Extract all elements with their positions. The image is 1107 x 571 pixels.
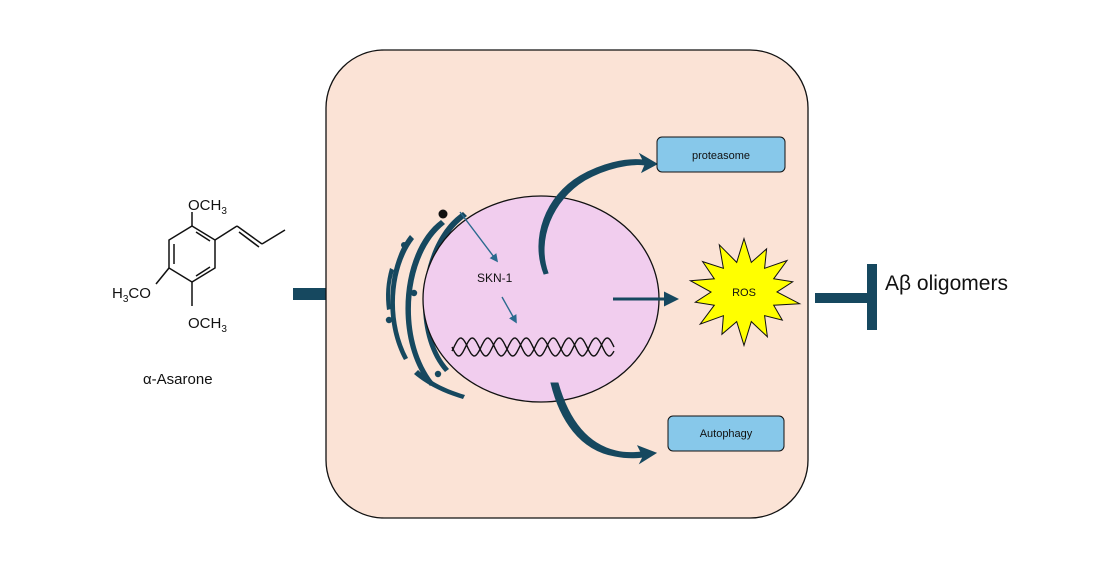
autophagy-label: Autophagy [700, 428, 753, 440]
autophagy-arrow [550, 382, 658, 465]
inhibition-bar-head [867, 264, 877, 330]
benzene-ring [168, 225, 216, 283]
ros-label: ROS [732, 287, 756, 299]
ring-double-bond [195, 231, 211, 242]
ring-double-bond [195, 266, 211, 277]
propenyl-double-bond [238, 231, 260, 248]
dna-helix [451, 337, 615, 357]
inhibition-bar-line [815, 293, 870, 303]
autophagy-box [667, 415, 785, 452]
group-left-methoxy: H3CO [112, 285, 151, 305]
group-top-methoxy: OCH3 [188, 197, 227, 217]
bond-left-methoxy [155, 267, 170, 285]
endoplasmic-reticulum [385, 209, 467, 399]
proteasome-box [656, 136, 786, 173]
propenyl-bond [261, 229, 286, 245]
skn1-label: SKN-1 [477, 271, 513, 285]
ros-burst [688, 236, 802, 348]
proteasome-label: proteasome [692, 150, 750, 162]
target-label: Aβ oligomers [885, 272, 1008, 295]
transcription-arrow [501, 296, 517, 324]
asarone-structure [155, 212, 286, 306]
proteasome-arrow [538, 152, 659, 275]
group-bottom-methoxy: OCH3 [188, 315, 227, 335]
molecule-name: α-Asarone [143, 371, 213, 388]
translocation-arrow [459, 211, 499, 263]
propenyl-bond [214, 225, 238, 241]
propenyl-double-bond [236, 225, 263, 245]
